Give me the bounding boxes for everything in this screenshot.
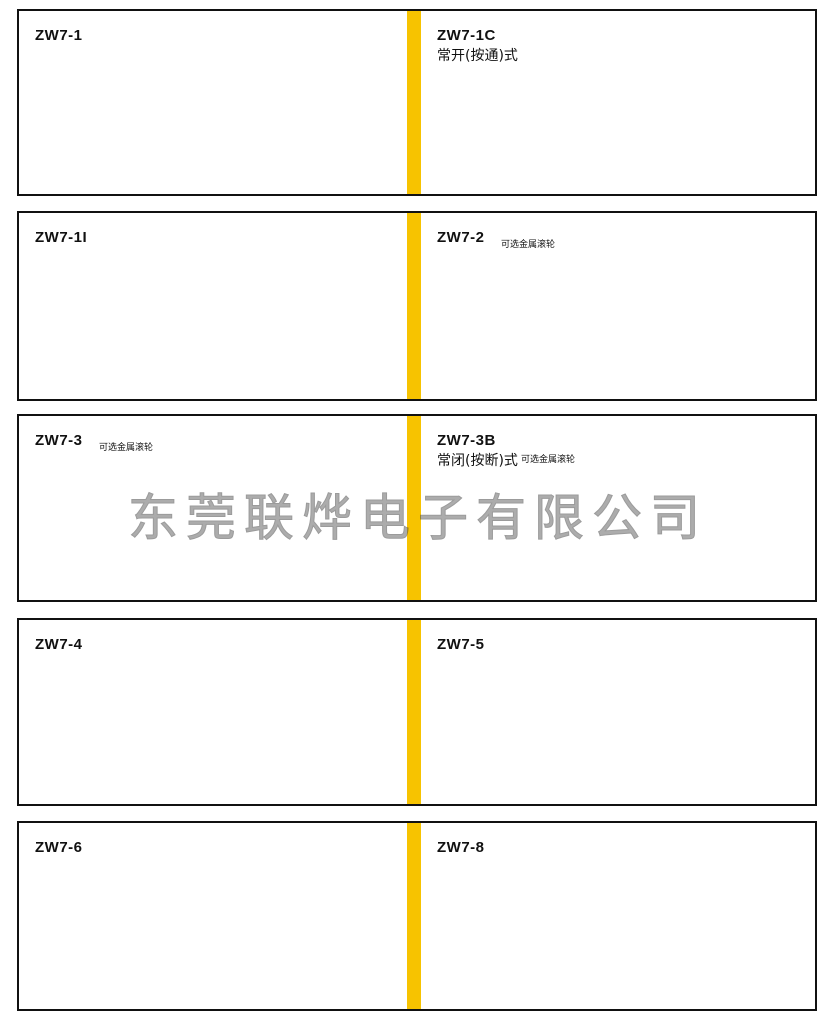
product-cell-left: ZW7-3可选金属滚轮12.5Φ3.151610.53.522284.310.5… bbox=[19, 416, 407, 600]
model-number: ZW7-1I bbox=[35, 229, 88, 246]
product-panel: ZW7-1I17Φ3.151610.53.522284.310.59.14.86… bbox=[17, 211, 817, 401]
yellow-divider bbox=[407, 620, 421, 804]
option-note: 可选金属滚轮 bbox=[99, 443, 154, 453]
product-cell-left: ZW7-6Φ3.151610.53.522284.310.59.14.86.22… bbox=[19, 823, 407, 1009]
model-number: ZW7-4 bbox=[35, 636, 83, 653]
model-number: ZW7-5 bbox=[437, 636, 485, 653]
product-cell-left: ZW7-1I17Φ3.151610.53.522284.310.59.14.86… bbox=[19, 213, 407, 399]
yellow-divider bbox=[407, 11, 421, 194]
product-panel: ZW7-4Φ3.151610.53.522284.310.59.14.86.22… bbox=[17, 618, 817, 806]
model-number: ZW7-8 bbox=[437, 839, 485, 856]
model-number: ZW7-3B bbox=[437, 432, 496, 449]
product-cell-right: ZW7-1C常开(按通)式28Φ3.151610.53.522284.310.5… bbox=[421, 11, 815, 194]
product-cell-left: ZW7-4Φ3.151610.53.522284.310.59.14.86.22… bbox=[19, 620, 407, 804]
switch-type-label: 常开(按通)式 bbox=[437, 48, 518, 64]
model-number: ZW7-1C bbox=[437, 27, 496, 44]
product-cell-right: ZW7-2可选金属滚轮26.5Φ3.151610.53.522284.310.5… bbox=[421, 213, 815, 399]
yellow-divider bbox=[407, 213, 421, 399]
product-cell-left: ZW7-128Φ3.151610.53.522284.310.59.14.86.… bbox=[19, 11, 407, 194]
product-cell-right: ZW7-525Φ3.151610.53.522284.310.59.14.86.… bbox=[421, 620, 815, 804]
option-note: 可选金属滚轮 bbox=[521, 455, 576, 465]
yellow-divider bbox=[407, 416, 421, 600]
model-number: ZW7-6 bbox=[35, 839, 83, 856]
product-cell-right: ZW7-8Φ3.151610.53.522284.310.59.14.86.22… bbox=[421, 823, 815, 1009]
switch-type-label: 常闭(按断)式 bbox=[437, 453, 518, 469]
model-number: ZW7-2 bbox=[437, 229, 485, 246]
product-cell-right: ZW7-3B常闭(按断)式可选金属滚轮12.5Φ3.151610.53.5222… bbox=[421, 416, 815, 600]
product-panel: ZW7-3可选金属滚轮12.5Φ3.151610.53.522284.310.5… bbox=[17, 414, 817, 602]
option-note: 可选金属滚轮 bbox=[501, 240, 556, 250]
model-number: ZW7-3 bbox=[35, 432, 83, 449]
product-panel: ZW7-6Φ3.151610.53.522284.310.59.14.86.22… bbox=[17, 821, 817, 1011]
yellow-divider bbox=[407, 823, 421, 1009]
model-number: ZW7-1 bbox=[35, 27, 83, 44]
product-panel: ZW7-128Φ3.151610.53.522284.310.59.14.86.… bbox=[17, 9, 817, 196]
